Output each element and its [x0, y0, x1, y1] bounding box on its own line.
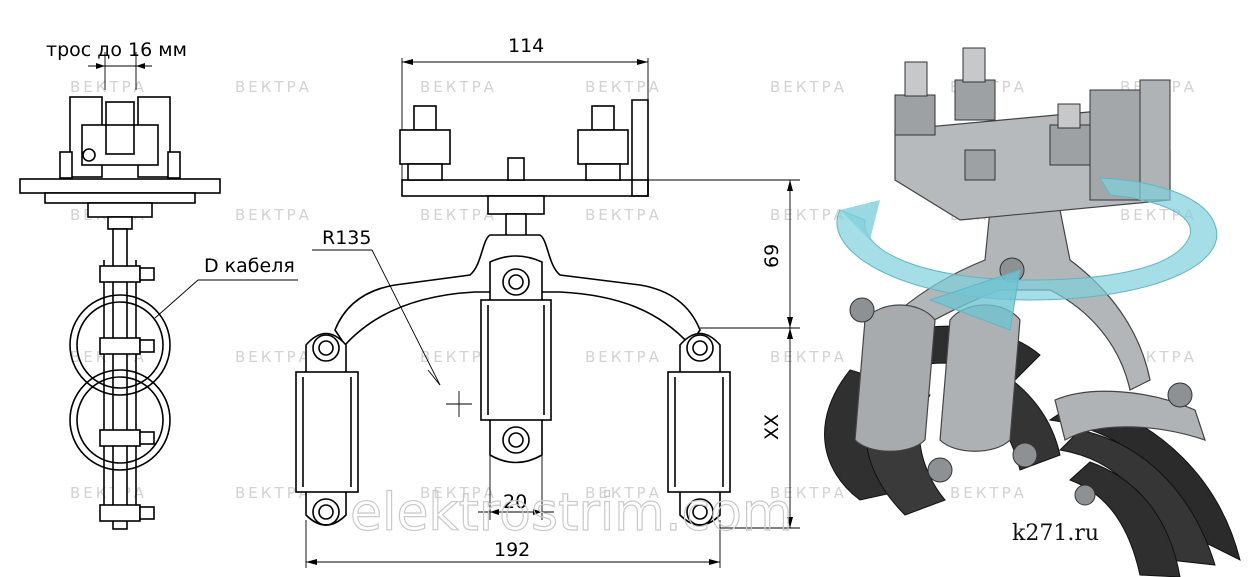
watermark-text: ВЕКТРА [420, 484, 497, 502]
watermark-text: ВЕКТРА [420, 206, 497, 224]
height-upper-label: 69 [761, 244, 783, 268]
watermark-text: ВЕКТРА [585, 78, 662, 96]
width-bottom-label: 192 [494, 539, 530, 561]
width-top-label: 114 [508, 35, 544, 57]
watermark-text: ВЕКТРА [770, 348, 847, 366]
watermark-text: ВЕКТРА [585, 206, 662, 224]
watermark-text: ВЕКТРА [585, 348, 662, 366]
watermark-text: ВЕКТРА [770, 206, 847, 224]
site-label: k271.ru [1012, 521, 1099, 546]
site-watermark: elektrostrim.com [350, 483, 793, 543]
radius-label: R135 [322, 227, 371, 249]
watermark-text: ВЕКТРА [235, 78, 312, 96]
watermark-text: ВЕКТРА [770, 78, 847, 96]
watermark-text: ВЕКТРА [950, 484, 1027, 502]
watermark-text: ВЕКТРА [585, 484, 662, 502]
height-lower-label: XX [761, 414, 783, 440]
cable-diameter-label: D кабеля [204, 255, 295, 277]
cable-size-label: трос до 16 мм [46, 39, 187, 61]
front-view: 114 [295, 35, 800, 568]
clamp-width-label: 20 [503, 491, 527, 513]
watermark-text: ВЕКТРА [235, 484, 312, 502]
watermark-text: ВЕКТРА [70, 78, 147, 96]
side-view: трос до 16 мм [19, 39, 298, 530]
watermark-text: ВЕКТРА [420, 348, 497, 366]
watermark-text: ВЕКТРА [235, 348, 312, 366]
watermark-text: ВЕКТРА [235, 206, 312, 224]
watermark-text: ВЕКТРА [420, 78, 497, 96]
watermark-text: ВЕКТРА [770, 484, 847, 502]
rendered-bracket [824, 47, 1241, 577]
